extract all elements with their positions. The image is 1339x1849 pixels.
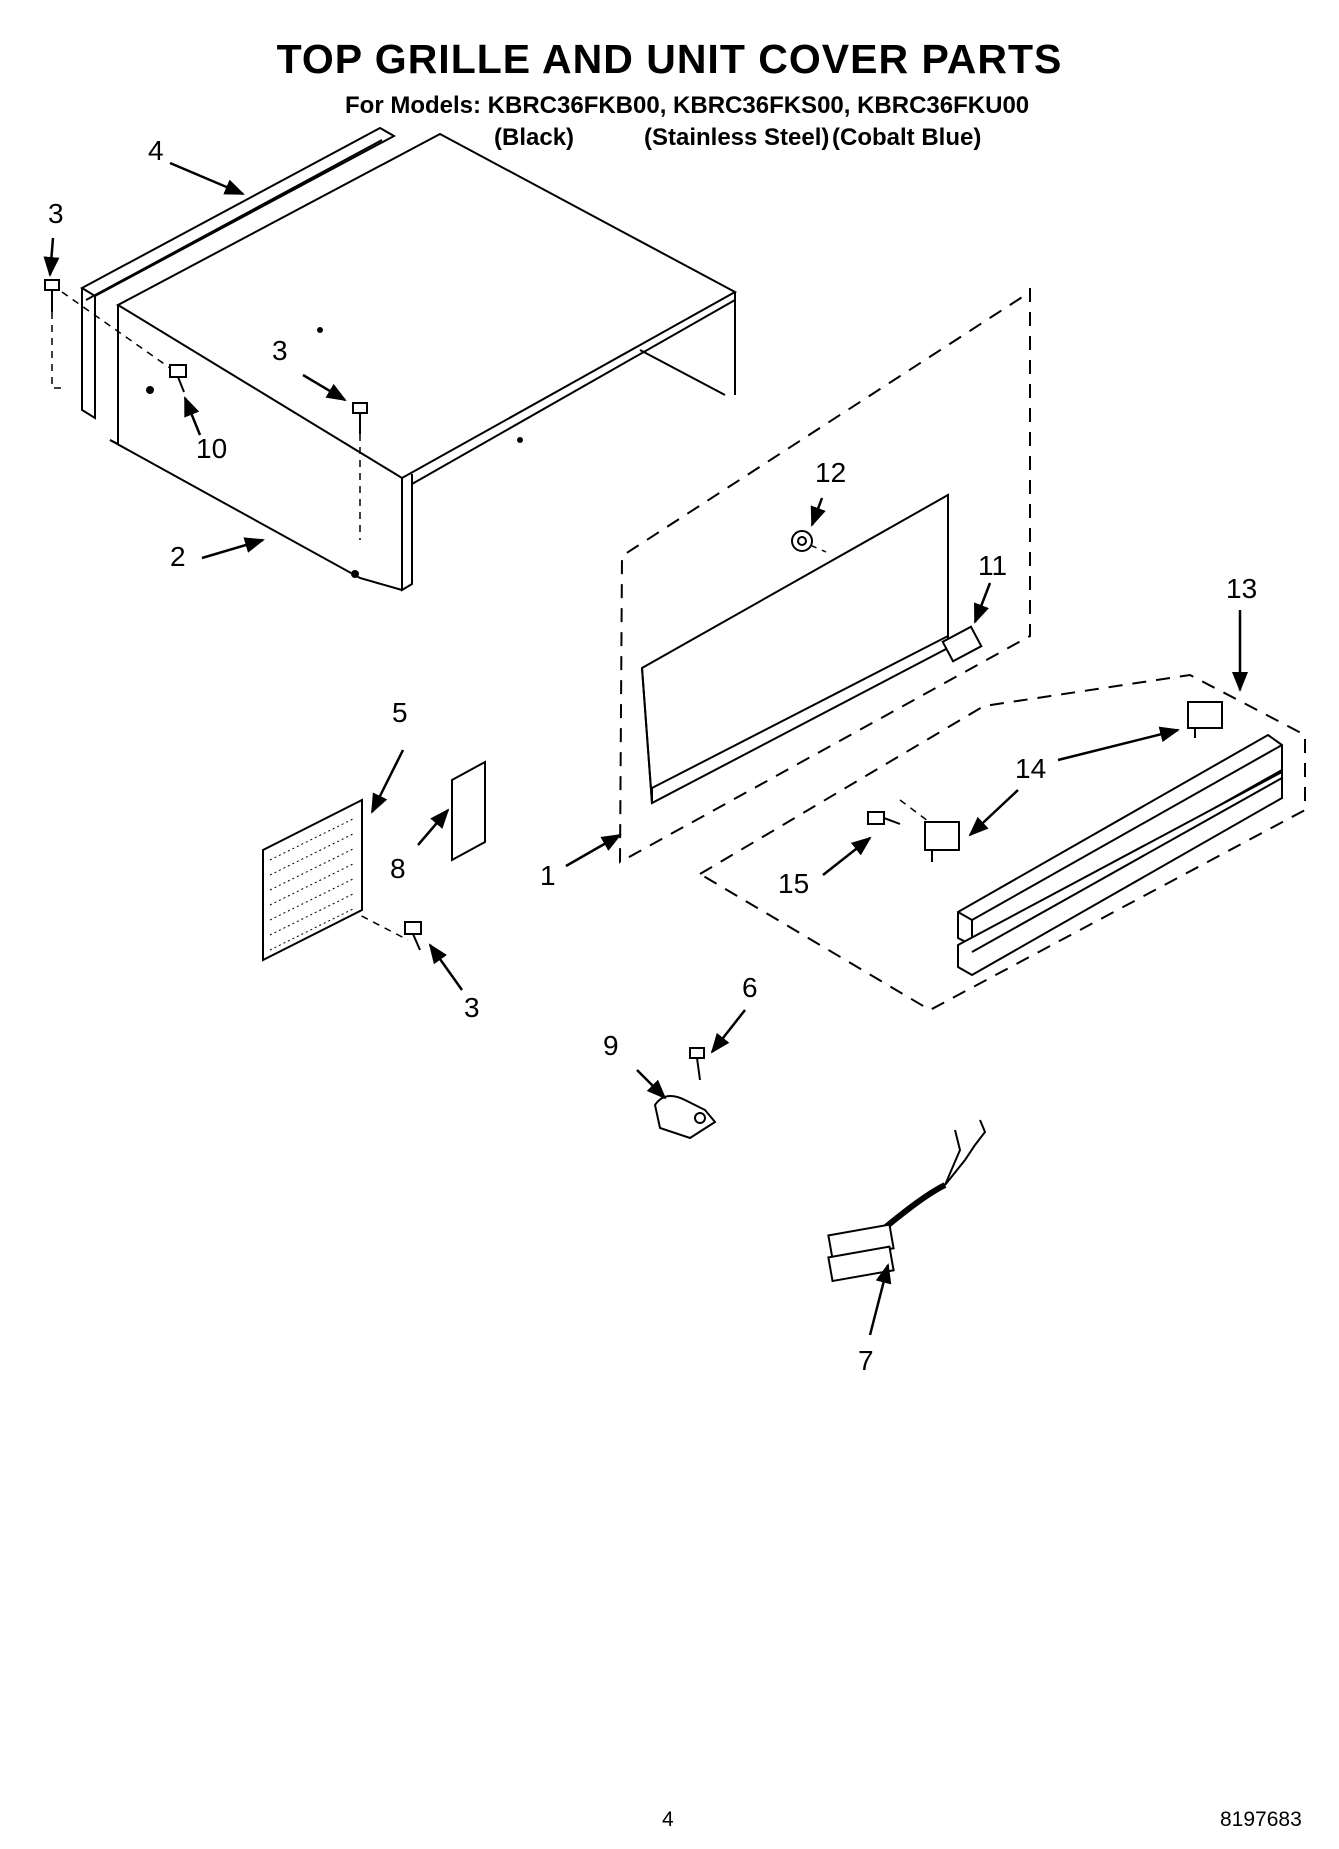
trim-bar-part-13 <box>957 733 1283 977</box>
assembly-guide-lines <box>51 291 961 941</box>
variant-stainless: (Stainless Steel) <box>644 124 830 151</box>
callout-3-top: 3 <box>272 335 288 366</box>
callout-11: 11 <box>978 550 1007 581</box>
leader-arrows <box>43 161 1248 1336</box>
bracket-part-14-right <box>1187 701 1223 738</box>
callout-4: 4 <box>148 135 164 166</box>
screw-part-15 <box>867 811 901 825</box>
callout-13: 13 <box>1226 573 1257 604</box>
callout-5: 5 <box>392 697 408 728</box>
page-number: 4 <box>662 1808 674 1831</box>
grille-panel <box>640 493 949 805</box>
wire-harness-part-7 <box>827 1119 987 1283</box>
screw-part-3-top <box>352 402 368 434</box>
callout-1: 1 <box>540 860 556 891</box>
callout-12: 12 <box>815 457 846 488</box>
screw-part-6 <box>689 1047 705 1081</box>
document-number: 8197683 <box>1220 1808 1302 1831</box>
clamp-part-9 <box>653 1095 717 1140</box>
variant-cobalt: (Cobalt Blue) <box>832 124 982 151</box>
grille-assembly-dashed-outline-part-1 <box>618 288 1031 864</box>
screw-part-3-lower <box>404 921 422 951</box>
callout-14: 14 <box>1015 753 1046 784</box>
clip-part-11 <box>941 625 983 663</box>
callout-2: 2 <box>170 541 186 572</box>
callout-3-lower: 3 <box>464 992 480 1023</box>
callout-3-left: 3 <box>48 198 64 229</box>
nut-part-12 <box>791 530 813 552</box>
screw-part-10 <box>169 364 187 393</box>
bracket-part-14-left <box>924 821 960 862</box>
insulation-part-8 <box>451 760 486 862</box>
variant-black: (Black) <box>494 124 575 151</box>
callout-7: 7 <box>858 1345 874 1376</box>
back-rail-part-4 <box>79 126 397 420</box>
screw-part-3-left <box>44 279 60 312</box>
callout-9: 9 <box>603 1030 619 1061</box>
vent-grille-part-5 <box>262 798 363 962</box>
unit-cover-part-2 <box>109 132 738 592</box>
callout-15: 15 <box>778 868 809 899</box>
callout-8: 8 <box>390 853 406 884</box>
page-title: TOP GRILLE AND UNIT COVER PARTS <box>276 36 1063 82</box>
callout-6: 6 <box>742 972 758 1003</box>
models-line: For Models: KBRC36FKB00, KBRC36FKS00, KB… <box>345 92 1030 119</box>
callout-10: 10 <box>196 433 227 464</box>
